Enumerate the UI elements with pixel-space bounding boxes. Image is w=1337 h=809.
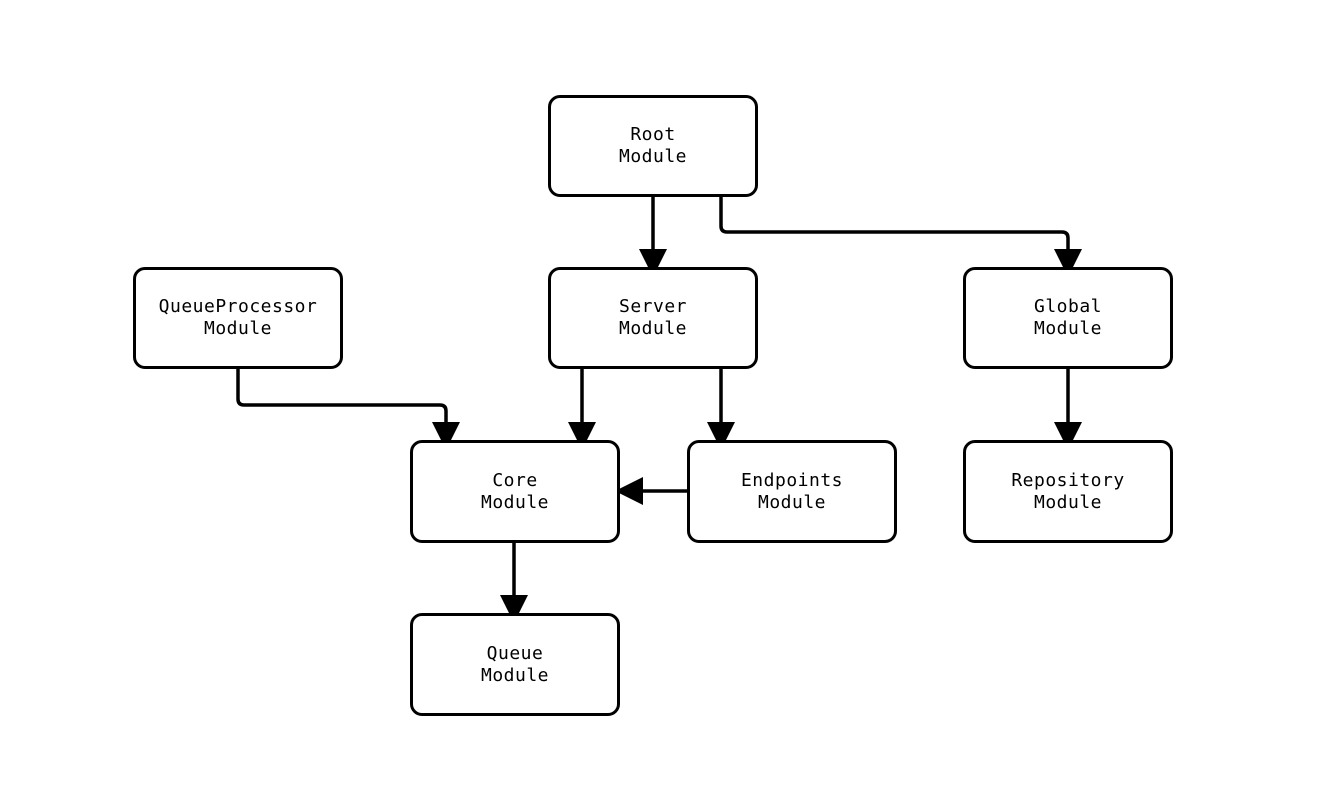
node-core-module-label-line2: Module <box>480 491 550 513</box>
node-queueprocessor-module-label-line1: QueueProcessor <box>158 296 318 317</box>
node-queue-module-label-line1: Queue <box>486 642 544 664</box>
node-root-module-label-line2: Module <box>618 146 688 167</box>
node-server-module-label-line2: Module <box>618 318 688 339</box>
node-queue-module-label-line2: Module <box>480 664 550 686</box>
node-repository-module-label-line1: Repository <box>1011 469 1125 491</box>
node-endpoints-module[interactable]: Endpoints Module <box>687 440 897 543</box>
node-global-module-label-line1: Global <box>1033 296 1103 317</box>
node-global-module[interactable]: Global Module <box>963 267 1173 369</box>
edge-queueprocessor-to-core <box>236 369 460 450</box>
node-queue-module[interactable]: Queue Module <box>410 613 620 716</box>
node-repository-module[interactable]: Repository Module <box>963 440 1173 543</box>
node-endpoints-module-label-line2: Module <box>757 491 827 513</box>
node-root-module-label-line1: Root <box>630 124 676 145</box>
node-global-module-label-line2: Module <box>1033 318 1103 339</box>
node-queueprocessor-module[interactable]: QueueProcessor Module <box>133 267 343 369</box>
node-repository-module-label-line2: Module <box>1033 491 1103 513</box>
node-core-module[interactable]: Core Module <box>410 440 620 543</box>
node-server-module-label-line1: Server <box>618 296 688 317</box>
node-root-module[interactable]: Root Module <box>548 95 758 197</box>
node-queueprocessor-module-label-line2: Module <box>203 318 273 339</box>
edge-root-to-global <box>719 197 1082 277</box>
node-endpoints-module-label-line1: Endpoints <box>740 469 844 491</box>
node-server-module[interactable]: Server Module <box>548 267 758 369</box>
node-core-module-label-line1: Core <box>492 469 538 491</box>
